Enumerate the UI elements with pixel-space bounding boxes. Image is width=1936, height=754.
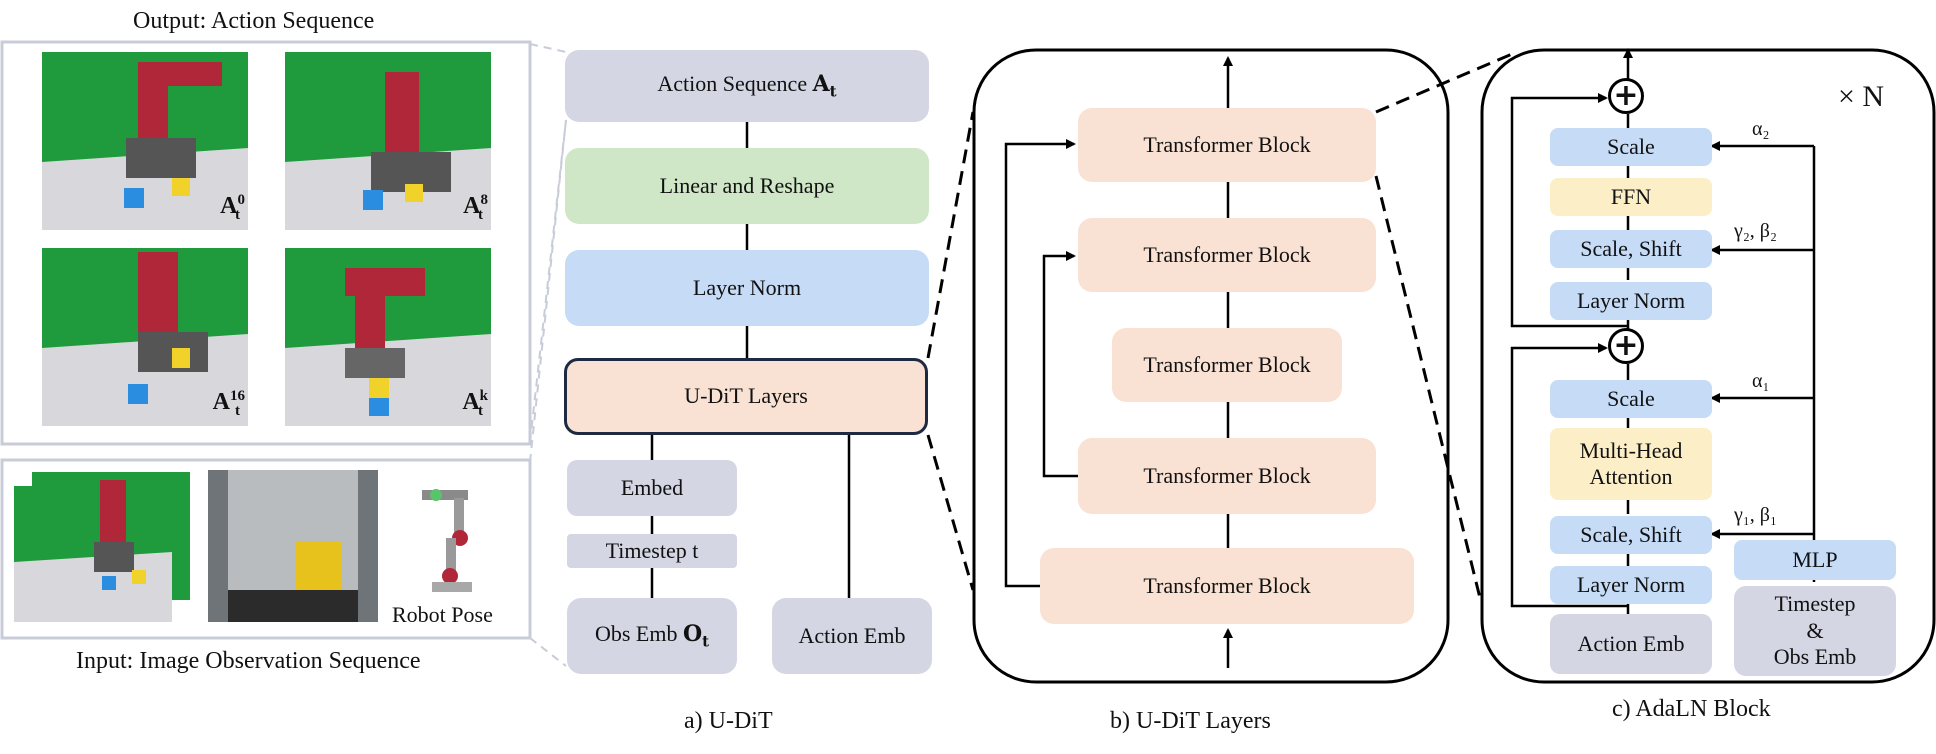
transformer-block-3: Transformer Block xyxy=(1112,328,1342,402)
output-label: Output: Action Sequence xyxy=(133,8,375,34)
caption-a: a) U-DiT xyxy=(684,708,773,734)
gamma2-beta2-label: γ₂, β₂ xyxy=(1734,220,1777,242)
layer-norm-block: Layer Norm xyxy=(565,250,929,326)
action-frame-0: A0t xyxy=(42,52,248,230)
frame-label: A0t xyxy=(220,192,245,223)
scale-shift-bottom-block: Scale, Shift xyxy=(1550,516,1712,554)
residual-add-top-icon: + xyxy=(1608,78,1644,114)
residual-add-bottom-icon: + xyxy=(1608,328,1644,364)
timestep-block: Timestep t xyxy=(567,534,737,568)
action-frame-k: Akt xyxy=(285,248,491,426)
transformer-block-2: Transformer Block xyxy=(1078,438,1376,514)
robot-photo-icon xyxy=(42,52,248,230)
input-label: Input: Image Observation Sequence xyxy=(76,648,421,674)
gamma1-beta1-label: γ₁, β₁ xyxy=(1734,504,1777,526)
camera-view-icon xyxy=(208,470,378,622)
robot-pose-image xyxy=(392,476,502,594)
wrist-camera-image xyxy=(208,470,378,622)
alpha1-label: α₁ xyxy=(1752,370,1770,392)
frame-label: Akt xyxy=(462,388,488,419)
udit-layers-block: U-DiT Layers xyxy=(564,358,928,435)
times-n-label: × N xyxy=(1838,80,1885,113)
robot-pose-label: Robot Pose xyxy=(392,602,493,627)
transformer-block-5: Transformer Block xyxy=(1078,108,1376,182)
observation-image xyxy=(14,472,190,622)
layer-norm-top-block: Layer Norm xyxy=(1550,282,1712,320)
action-frame-16: A16t xyxy=(42,248,248,426)
caption-c: c) AdaLN Block xyxy=(1612,696,1771,722)
robot-photo-icon xyxy=(285,52,491,230)
frame-label: A16t xyxy=(212,388,245,419)
action-emb-c-block: Action Emb xyxy=(1550,614,1712,674)
robot-photo-icon xyxy=(285,248,491,426)
obs-emb-block: Obs Emb Ot xyxy=(567,598,737,674)
ffn-block: FFN xyxy=(1550,178,1712,216)
scale-shift-top-block: Scale, Shift xyxy=(1550,230,1712,268)
mlp-block: MLP xyxy=(1734,540,1896,580)
scale-bottom-block: Scale xyxy=(1550,380,1712,418)
linear-reshape-block: Linear and Reshape xyxy=(565,148,929,224)
transformer-block-4: Transformer Block xyxy=(1078,218,1376,292)
alpha2-label: α₂ xyxy=(1752,118,1770,140)
robot-photo-icon xyxy=(14,472,190,622)
action-sequence-block: Action Sequence At xyxy=(565,50,929,122)
robot-photo-icon xyxy=(42,248,248,426)
transformer-block-1: Transformer Block xyxy=(1040,548,1414,624)
caption-b: b) U-DiT Layers xyxy=(1110,708,1271,734)
layer-norm-bottom-block: Layer Norm xyxy=(1550,566,1712,604)
action-emb-block: Action Emb xyxy=(772,598,932,674)
frame-label: A8t xyxy=(463,192,488,223)
timestep-obs-emb-block: Timestep&Obs Emb xyxy=(1734,586,1896,676)
scale-top-block: Scale xyxy=(1550,128,1712,166)
embed-block: Embed xyxy=(567,460,737,516)
action-frame-8: A8t xyxy=(285,52,491,230)
robot-arm-icon xyxy=(392,476,502,594)
